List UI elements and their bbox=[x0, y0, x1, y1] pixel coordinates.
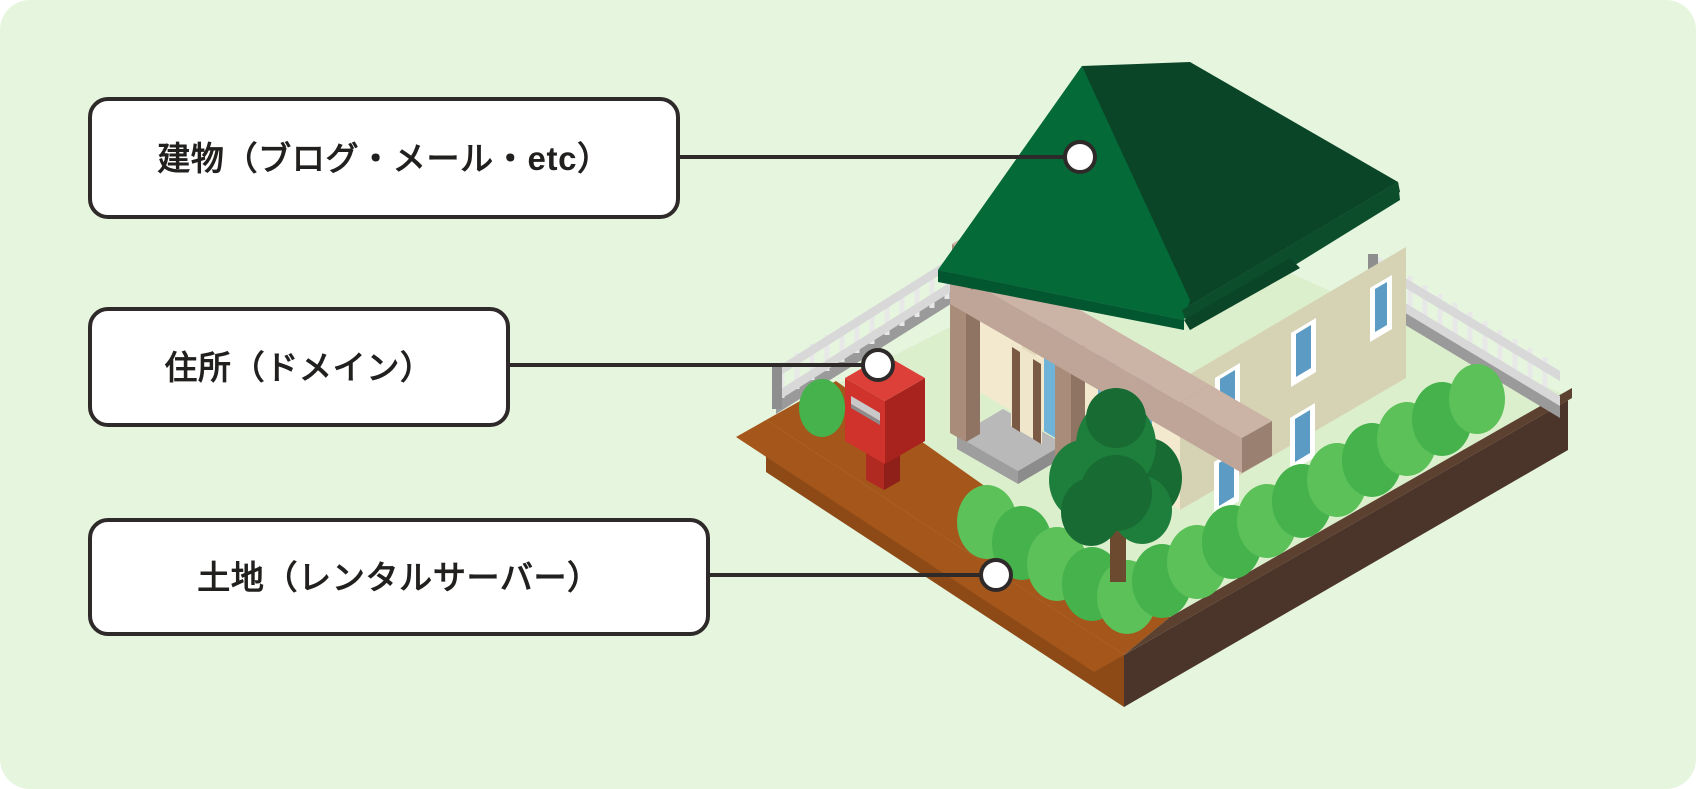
callout-box-building[interactable]: 建物（ブログ・メール・etc） bbox=[88, 97, 680, 219]
callout-label-building: 建物（ブログ・メール・etc） bbox=[157, 139, 611, 177]
connector-line-address bbox=[506, 363, 878, 367]
marker-dot-land[interactable] bbox=[979, 558, 1013, 592]
soil-band-left bbox=[736, 420, 1124, 672]
marker-dot-building[interactable] bbox=[1063, 140, 1097, 174]
connector-line-building bbox=[676, 155, 1080, 159]
callout-box-address[interactable]: 住所（ドメイン） bbox=[88, 307, 510, 427]
house-roof bbox=[938, 62, 1400, 330]
fence-left bbox=[772, 256, 954, 414]
tree bbox=[1049, 388, 1182, 582]
soil-band-right-top bbox=[1124, 388, 1572, 655]
marker-dot-address[interactable] bbox=[861, 348, 895, 382]
callout-box-land[interactable]: 土地（レンタルサーバー） bbox=[88, 518, 710, 636]
hedge bbox=[799, 364, 1505, 634]
callout-label-address: 住所（ドメイン） bbox=[164, 348, 434, 386]
callout-label-land: 土地（レンタルサーバー） bbox=[197, 558, 601, 596]
small-bush bbox=[799, 379, 845, 437]
connector-line-land bbox=[706, 573, 996, 577]
soil-right-face bbox=[1124, 398, 1568, 707]
